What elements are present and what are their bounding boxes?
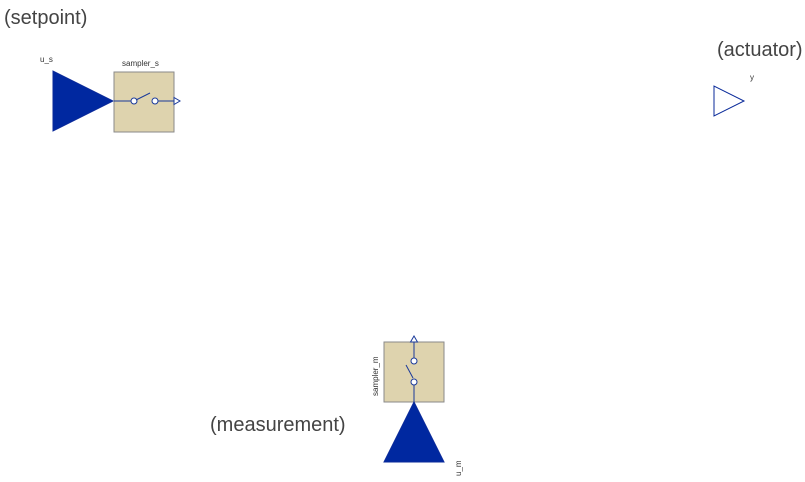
sampler-s-box xyxy=(113,71,175,133)
u-m-label: u_m xyxy=(454,460,463,476)
y-connector[interactable]: y xyxy=(713,73,754,117)
sampler-s-left-contact-icon xyxy=(130,97,138,105)
sampler-s-switch-arm-icon xyxy=(135,92,151,101)
sampler-s-output-arrow-icon xyxy=(173,96,181,106)
sampler-s-block[interactable]: sampler_s xyxy=(113,59,181,133)
u-s-connector[interactable]: u_s xyxy=(40,55,115,132)
sampler-m-switch-arm-icon xyxy=(405,364,414,379)
u-m-triangle-icon xyxy=(383,400,445,463)
u-s-triangle-icon xyxy=(52,70,115,132)
measurement-label: (measurement) xyxy=(210,414,346,436)
u-s-label: u_s xyxy=(40,55,53,64)
y-label: y xyxy=(750,73,754,82)
u-m-connector[interactable]: u_m xyxy=(383,400,463,476)
sampler-m-top-contact-icon xyxy=(410,357,418,365)
sampler-s-right-contact-icon xyxy=(151,97,159,105)
actuator-label: (actuator) xyxy=(717,39,803,61)
sampler-m-bottom-contact-icon xyxy=(410,378,418,386)
setpoint-label: (setpoint) xyxy=(4,7,87,29)
sampler-s-label: sampler_s xyxy=(122,59,159,68)
y-triangle-icon xyxy=(713,85,746,117)
sampler-m-label: sampler_m xyxy=(371,356,380,396)
sampler-m-block[interactable]: sampler_m xyxy=(371,335,445,403)
sampler-m-output-arrow-icon xyxy=(409,335,419,343)
